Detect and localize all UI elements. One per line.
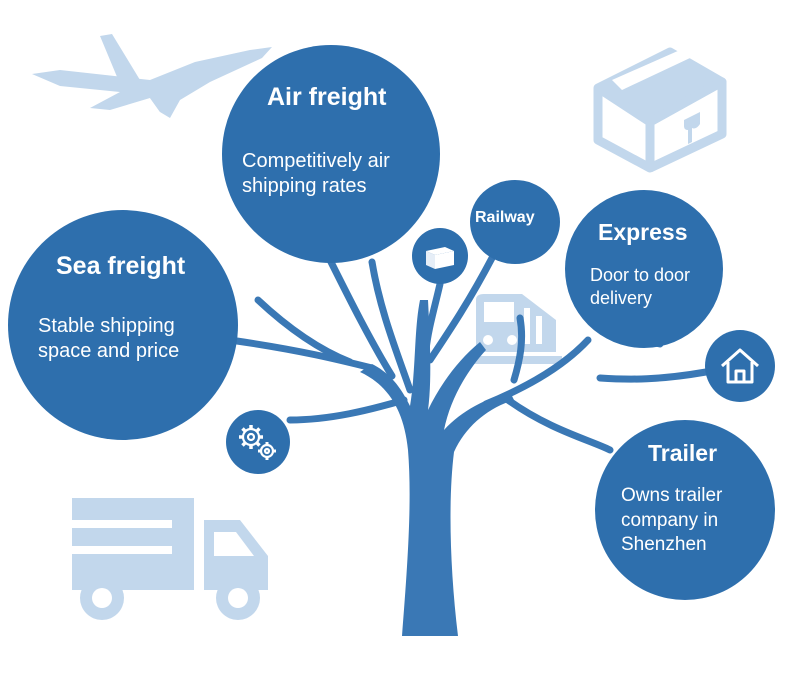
trailer-desc: Owns trailer company in Shenzhen	[621, 485, 723, 556]
house-icon	[721, 348, 759, 384]
express-title: Express	[598, 219, 688, 245]
air-freight-bubble: Air freight Competitively air shipping r…	[222, 45, 440, 263]
airplane-icon	[32, 34, 272, 118]
railway-bubble: Railway	[470, 180, 560, 264]
air-freight-desc: Competitively air shipping rates	[242, 150, 390, 197]
sea-freight-bubble: Sea freight Stable shipping space and pr…	[8, 210, 238, 440]
house-bubble	[705, 330, 775, 402]
sea-freight-title: Sea freight	[56, 252, 186, 280]
fragile-mark	[684, 112, 700, 144]
trailer-title: Trailer	[648, 440, 718, 466]
box-bubble	[412, 228, 468, 284]
gears-bubble	[226, 410, 290, 474]
train-icon	[470, 294, 562, 364]
express-desc: Door to door delivery	[590, 265, 691, 308]
truck-icon	[72, 498, 268, 620]
package-icon	[593, 47, 727, 173]
express-bubble: Express Door to door delivery	[565, 190, 723, 348]
air-freight-title: Air freight	[267, 83, 387, 111]
trailer-bubble: Trailer Owns trailer company in Shenzhen	[595, 420, 775, 600]
tree-trunk	[360, 300, 514, 636]
gears-icon	[239, 425, 276, 460]
railway-title: Railway	[475, 209, 535, 226]
box-icon	[426, 247, 454, 269]
sea-freight-desc: Stable shipping space and price	[38, 315, 180, 362]
